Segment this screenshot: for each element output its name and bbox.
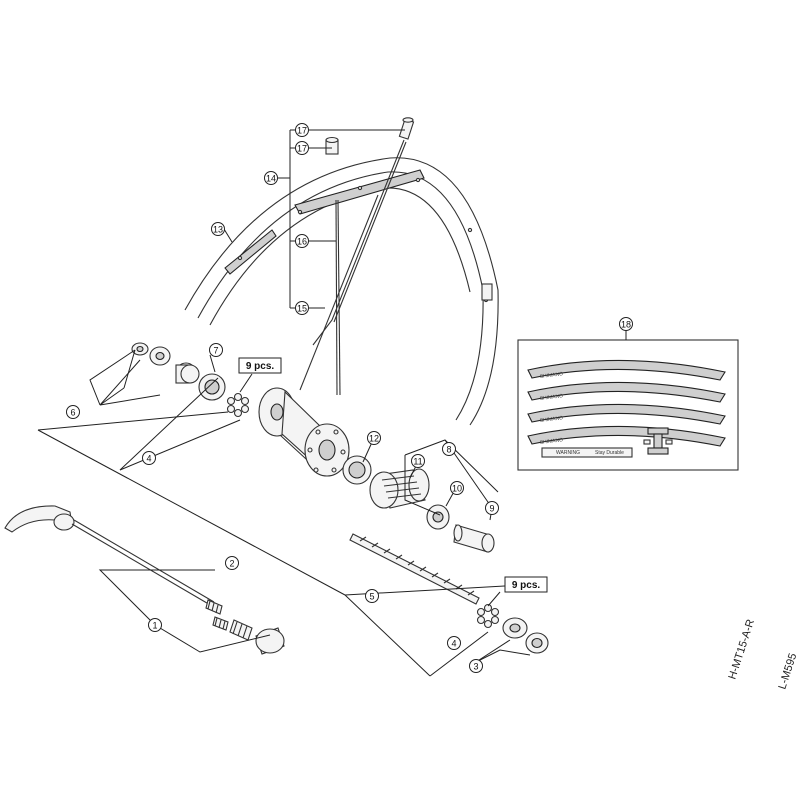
svg-text:15: 15 [297,304,307,314]
svg-text:8: 8 [446,445,451,455]
quick-release-spring-c [229,619,253,641]
cone-left [149,346,171,366]
decal-brand-1: SHIMANO [540,371,564,380]
svg-text:1: 1 [152,621,157,631]
svg-text:10: 10 [452,484,462,494]
svg-text:4: 4 [451,639,456,649]
decal-brand-4: SHIMANO [540,437,564,446]
nipple-a [325,136,339,155]
svg-text:6: 6 [70,408,75,418]
quick-release-spring-b [212,616,229,631]
callout-18: 18 [619,317,633,331]
spacer-10 [426,504,450,530]
nipple-b [398,117,415,140]
svg-text:12: 12 [369,434,379,444]
callout-4-lower: 4 [447,636,461,650]
fixing-bolt-9 [453,524,495,553]
warning-decal-text: WARNING [556,450,580,456]
svg-text:17: 17 [297,144,307,154]
spacer-left [175,362,200,384]
svg-text:7: 7 [213,346,218,356]
svg-text:3: 3 [473,662,478,672]
callout-12: 12 [367,431,381,445]
svg-text:13: 13 [213,225,223,235]
lock-nut-left [131,342,149,356]
callout-13: 13 [211,222,225,236]
callout-6: 6 [66,405,80,419]
svg-text:14: 14 [266,174,276,184]
callout-11: 11 [411,454,425,468]
callout-10: 10 [450,481,464,495]
svg-text:11: 11 [413,457,422,467]
callout-3: 3 [469,659,483,673]
svg-text:2: 2 [229,559,234,569]
qty-label-upper: 9 pcs. [238,357,282,374]
svg-text:4: 4 [146,454,151,464]
spokes [299,139,407,396]
axle-5 [349,533,480,605]
svg-text:5: 5 [369,592,374,602]
ball-bearings-lower [476,603,500,629]
callout-1: 1 [148,618,162,632]
freehub-body-11 [369,468,430,509]
model-code-primary: H-MT15-A-R [726,618,757,681]
callout-4-upper: 4 [142,451,156,465]
svg-text:18: 18 [621,320,631,330]
callout-14: 14 [264,171,278,185]
dust-cap-left [198,373,226,401]
callout-5: 5 [365,589,379,603]
warning-decal-subtext: Stay Durable [595,450,624,456]
callout-2: 2 [225,556,239,570]
leader-lines [37,129,627,677]
quick-release-lever [4,505,75,533]
quick-release-nut [255,627,285,655]
quick-release-skewer [71,519,215,607]
model-code-secondary: L-M595 [776,652,799,691]
svg-text:16: 16 [297,237,307,247]
callout-7: 7 [209,343,223,357]
callout-15: 15 [295,301,309,315]
decal-brand-2: SHIMANO [540,393,564,402]
callout-17-second: 17 [295,141,309,155]
seal-ring-12 [342,455,372,485]
callout-9: 9 [485,501,499,515]
callout-8: 8 [442,442,456,456]
quick-release-spring-a [205,599,223,615]
callout-17-top: 17 [295,123,309,137]
rim-tape-piece [643,427,673,455]
rim [184,157,499,426]
svg-text:9: 9 [489,504,494,514]
svg-text:9 pcs.: 9 pcs. [512,580,541,591]
cone-right [502,617,528,639]
svg-text:17: 17 [297,126,307,136]
decal-brand-3: SHIMANO [540,415,564,424]
svg-text:9 pcs.: 9 pcs. [246,361,275,372]
lock-nut-right [525,632,549,654]
decal-set-panel: SHIMANO SHIMANO SHIMANO SHIMANO WARNING … [517,339,739,471]
ball-bearings-upper [226,392,250,418]
hub-body [258,387,350,477]
qty-label-lower: 9 pcs. [504,576,548,593]
callout-16: 16 [295,234,309,248]
